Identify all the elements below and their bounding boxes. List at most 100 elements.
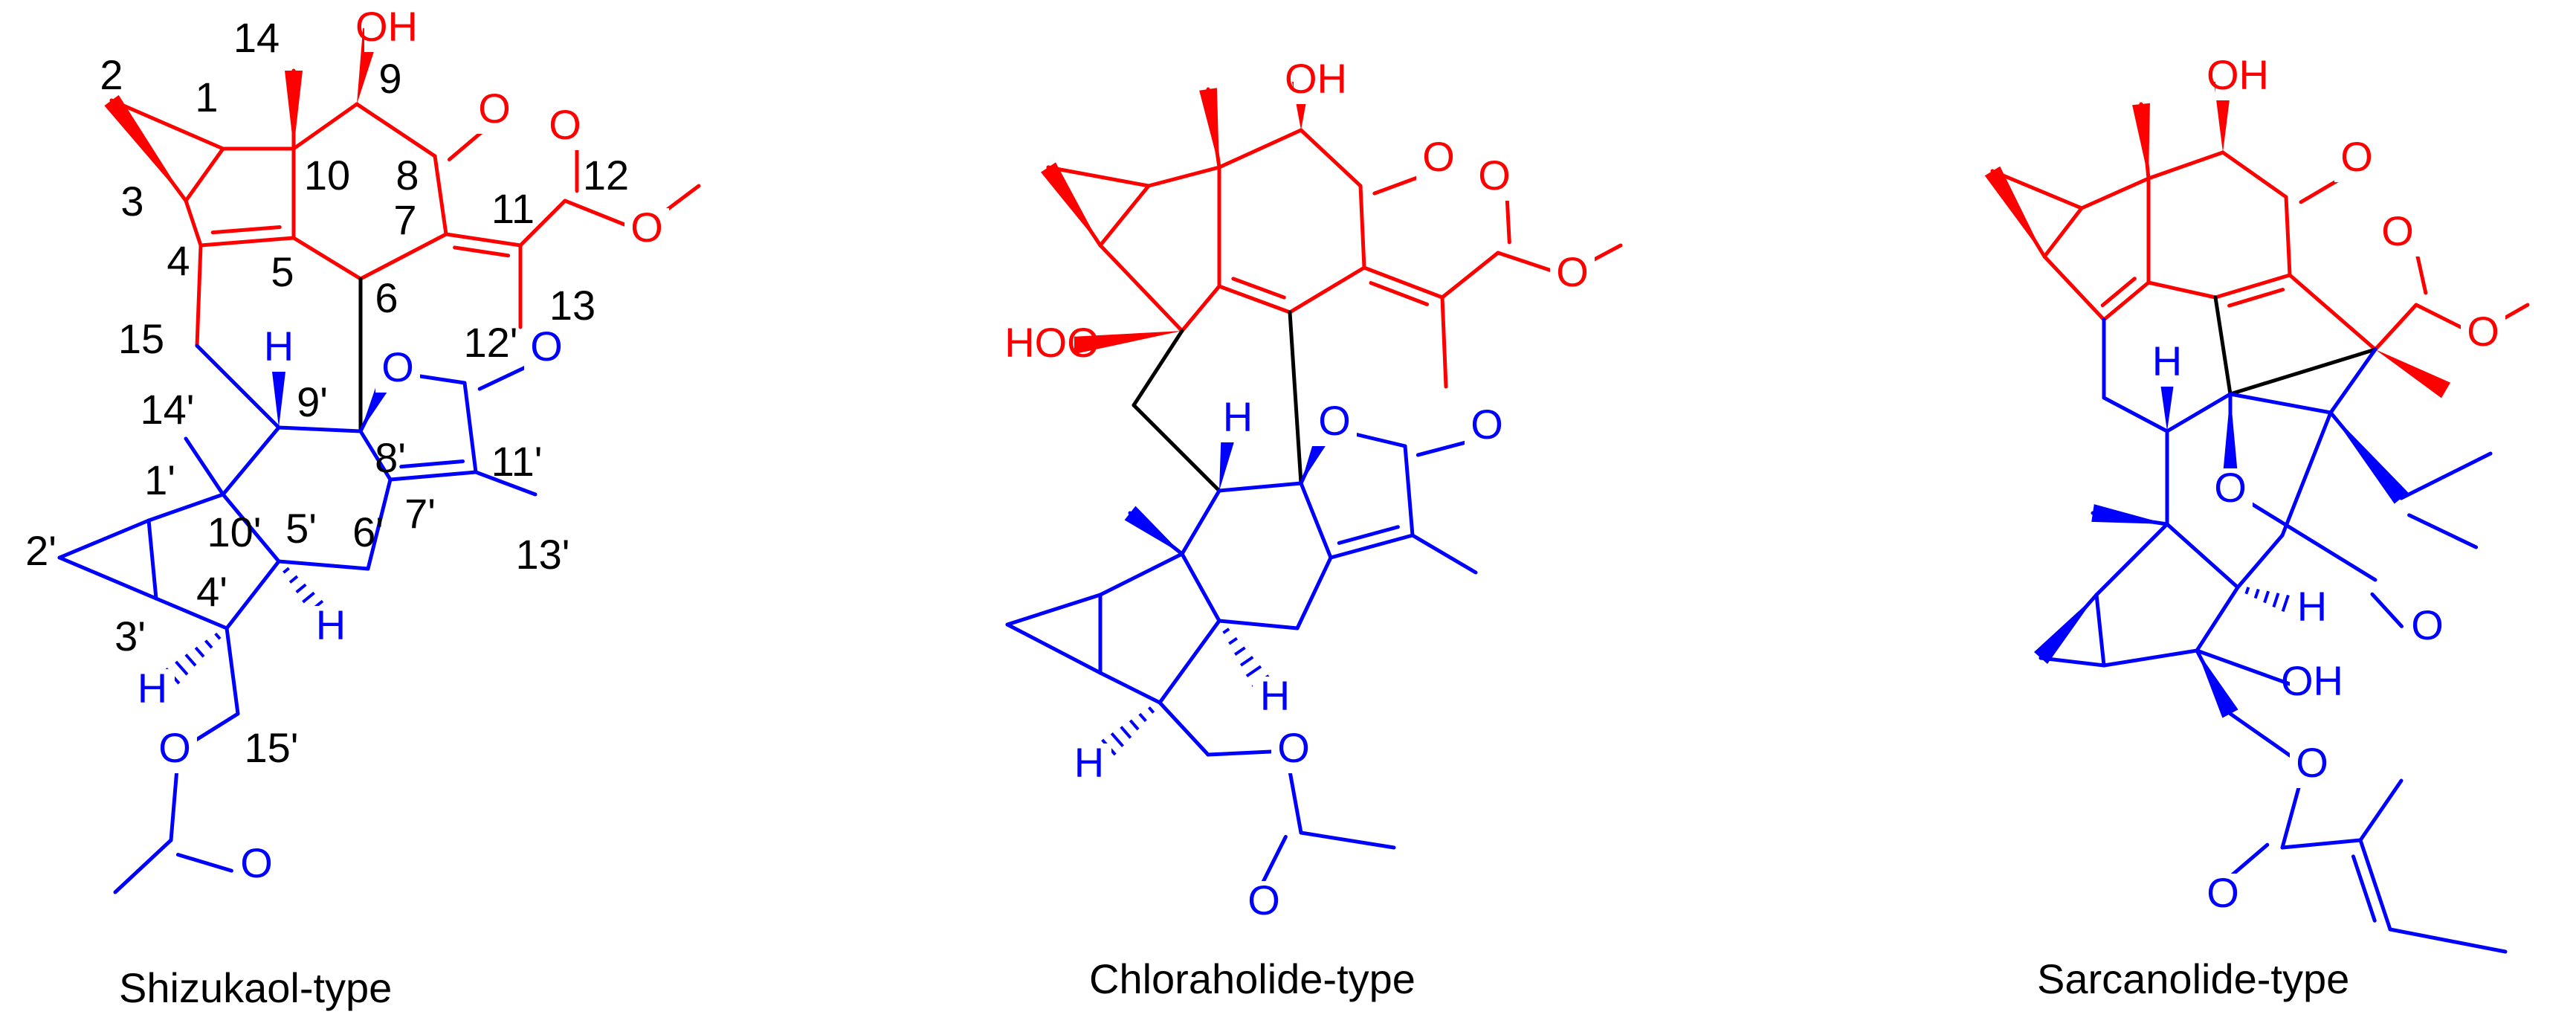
atom-number-n9p: 9'	[297, 378, 328, 425]
wedge-bond-s8p-lo	[2221, 394, 2239, 491]
wedge-bond-s1p-s2p	[2034, 595, 2096, 664]
bond-s4p-s5p	[2195, 585, 2240, 653]
hash-bond-a4p-h4	[1147, 706, 1155, 714]
bond-s3p-s4p	[2102, 648, 2199, 668]
hash-bond-s5p-h5	[2281, 594, 2290, 613]
atom-label-hoo: HOO	[1004, 319, 1100, 366]
wedge-bond-a3-a2	[1041, 162, 1100, 245]
double-bond-c12p-o12p	[477, 363, 533, 391]
bond-c7-c6	[358, 232, 448, 281]
atom-number-n3: 3	[120, 178, 143, 225]
atom-number-n7: 7	[393, 196, 416, 243]
atom-label-oh2: OH	[2281, 657, 2343, 704]
label-backdrop	[524, 327, 569, 372]
bond-a2p-a3p	[1005, 622, 1103, 675]
atom-label-o8: O	[478, 85, 511, 132]
atom-label-o8p: O	[381, 343, 414, 390]
label-backdrop	[1253, 677, 1297, 721]
double-bond-vc-v2	[2407, 513, 2479, 549]
bond-a4-a5	[1180, 284, 1221, 333]
bond-a10p-a5p	[1180, 552, 1221, 623]
wedge-bond-s10-me10	[2132, 103, 2150, 178]
bond-c4-c5	[198, 236, 296, 248]
bond-ac-ca	[2280, 838, 2363, 850]
bond-a1-a10	[1146, 165, 1221, 188]
bond-a4p-a5p	[1158, 619, 1221, 705]
label-backdrop	[2405, 606, 2450, 651]
hash-bond-c5p-h5p	[302, 591, 315, 604]
bond-s8p-lc	[2228, 392, 2333, 415]
caption-sarcanolide: Sarcanolide-type	[2037, 955, 2349, 1002]
atom-label-lco: O	[1471, 401, 1503, 448]
bond-s3-s4	[2042, 254, 2106, 322]
bond-c8-c7	[433, 154, 448, 236]
bond-c1-c2	[109, 98, 225, 151]
label-backdrop	[2375, 212, 2420, 257]
bond-a4-a15	[1132, 329, 1184, 407]
double-bond-ac-oac	[1259, 834, 1288, 887]
hash-bond-c5p-h5p	[295, 583, 307, 594]
atom-number-n9: 9	[378, 55, 401, 102]
hash-bond-c5p-h5p	[288, 575, 299, 584]
label-backdrop	[2290, 587, 2334, 632]
atom-number-n6p: 6'	[352, 509, 384, 555]
label-backdrop	[1550, 253, 1595, 297]
hash-bond-a4p-h4	[1138, 712, 1147, 723]
atom-number-n7p: 7'	[404, 490, 436, 537]
bond-s5p-s10p	[2165, 522, 2240, 590]
hash-bond-a5p-h5	[1222, 628, 1230, 634]
atom-number-n10p: 10'	[207, 509, 262, 555]
bond-c1-c3	[184, 146, 225, 203]
bond-ca-cme	[2358, 778, 2404, 842]
atom-label-oh: OH	[1285, 55, 1347, 102]
bond-lo-co	[2228, 488, 2378, 582]
atom-number-n14p: 14'	[141, 386, 195, 433]
label-backdrop	[2290, 662, 2334, 706]
atom-label-lo: O	[1318, 397, 1351, 444]
atom-label-lco: O	[2411, 601, 2444, 648]
atom-number-n15p: 15'	[245, 724, 299, 771]
bond-c10-c9	[291, 102, 359, 151]
atom-number-n4p: 4'	[196, 568, 227, 615]
bond-s15-s9p	[2102, 396, 2169, 433]
bond-s9-s8	[2221, 150, 2288, 199]
atom-label-eb: O	[1556, 248, 1589, 295]
bond-s10-s9	[2146, 150, 2225, 181]
bond-c3p-c4p	[154, 596, 229, 630]
bond-a1-a2	[1046, 165, 1151, 188]
label-backdrop	[2334, 138, 2379, 182]
bond-a3-a4	[1098, 243, 1184, 333]
bond-s1p-s3p	[2094, 593, 2106, 668]
bond-c11p-c7p	[388, 470, 478, 482]
bond-c1p-c3p	[146, 518, 158, 601]
label-backdrop	[364, 7, 409, 52]
atom-number-n1: 1	[195, 74, 218, 120]
label-backdrop	[152, 729, 197, 773]
double-bond-c4-c5	[210, 225, 282, 235]
bond-c4p-c15p	[225, 626, 240, 716]
bond-c3-c4	[184, 199, 203, 248]
hash-bond-s5p-h5	[2263, 590, 2270, 604]
atom-number-n8: 8	[396, 152, 419, 199]
wedge-bond-s11-me11	[2375, 349, 2451, 399]
bond-vc-v1	[2399, 451, 2493, 500]
bond-a9p-a10p	[1180, 488, 1221, 556]
label-backdrop	[472, 89, 517, 134]
atom-number-n1p: 1'	[144, 457, 175, 503]
label-backdrop	[2461, 312, 2505, 357]
wedge-bond-lc-vc	[2331, 413, 2409, 504]
label-backdrop	[2215, 56, 2260, 100]
bond-a7p-a8p	[1299, 481, 1333, 560]
bond-a1-a3	[1098, 184, 1151, 248]
bond-s9p-s8p	[2165, 392, 2233, 433]
bond-s2p-s3p	[2038, 656, 2106, 668]
label-backdrop	[1271, 729, 1316, 773]
bond-s6p-lc	[2280, 410, 2333, 538]
atom-label-oac: O	[1247, 877, 1280, 923]
bond-c11-c12	[518, 199, 567, 248]
double-bond-ca-cb	[2351, 854, 2377, 923]
bond-c15-c9p	[195, 343, 281, 430]
